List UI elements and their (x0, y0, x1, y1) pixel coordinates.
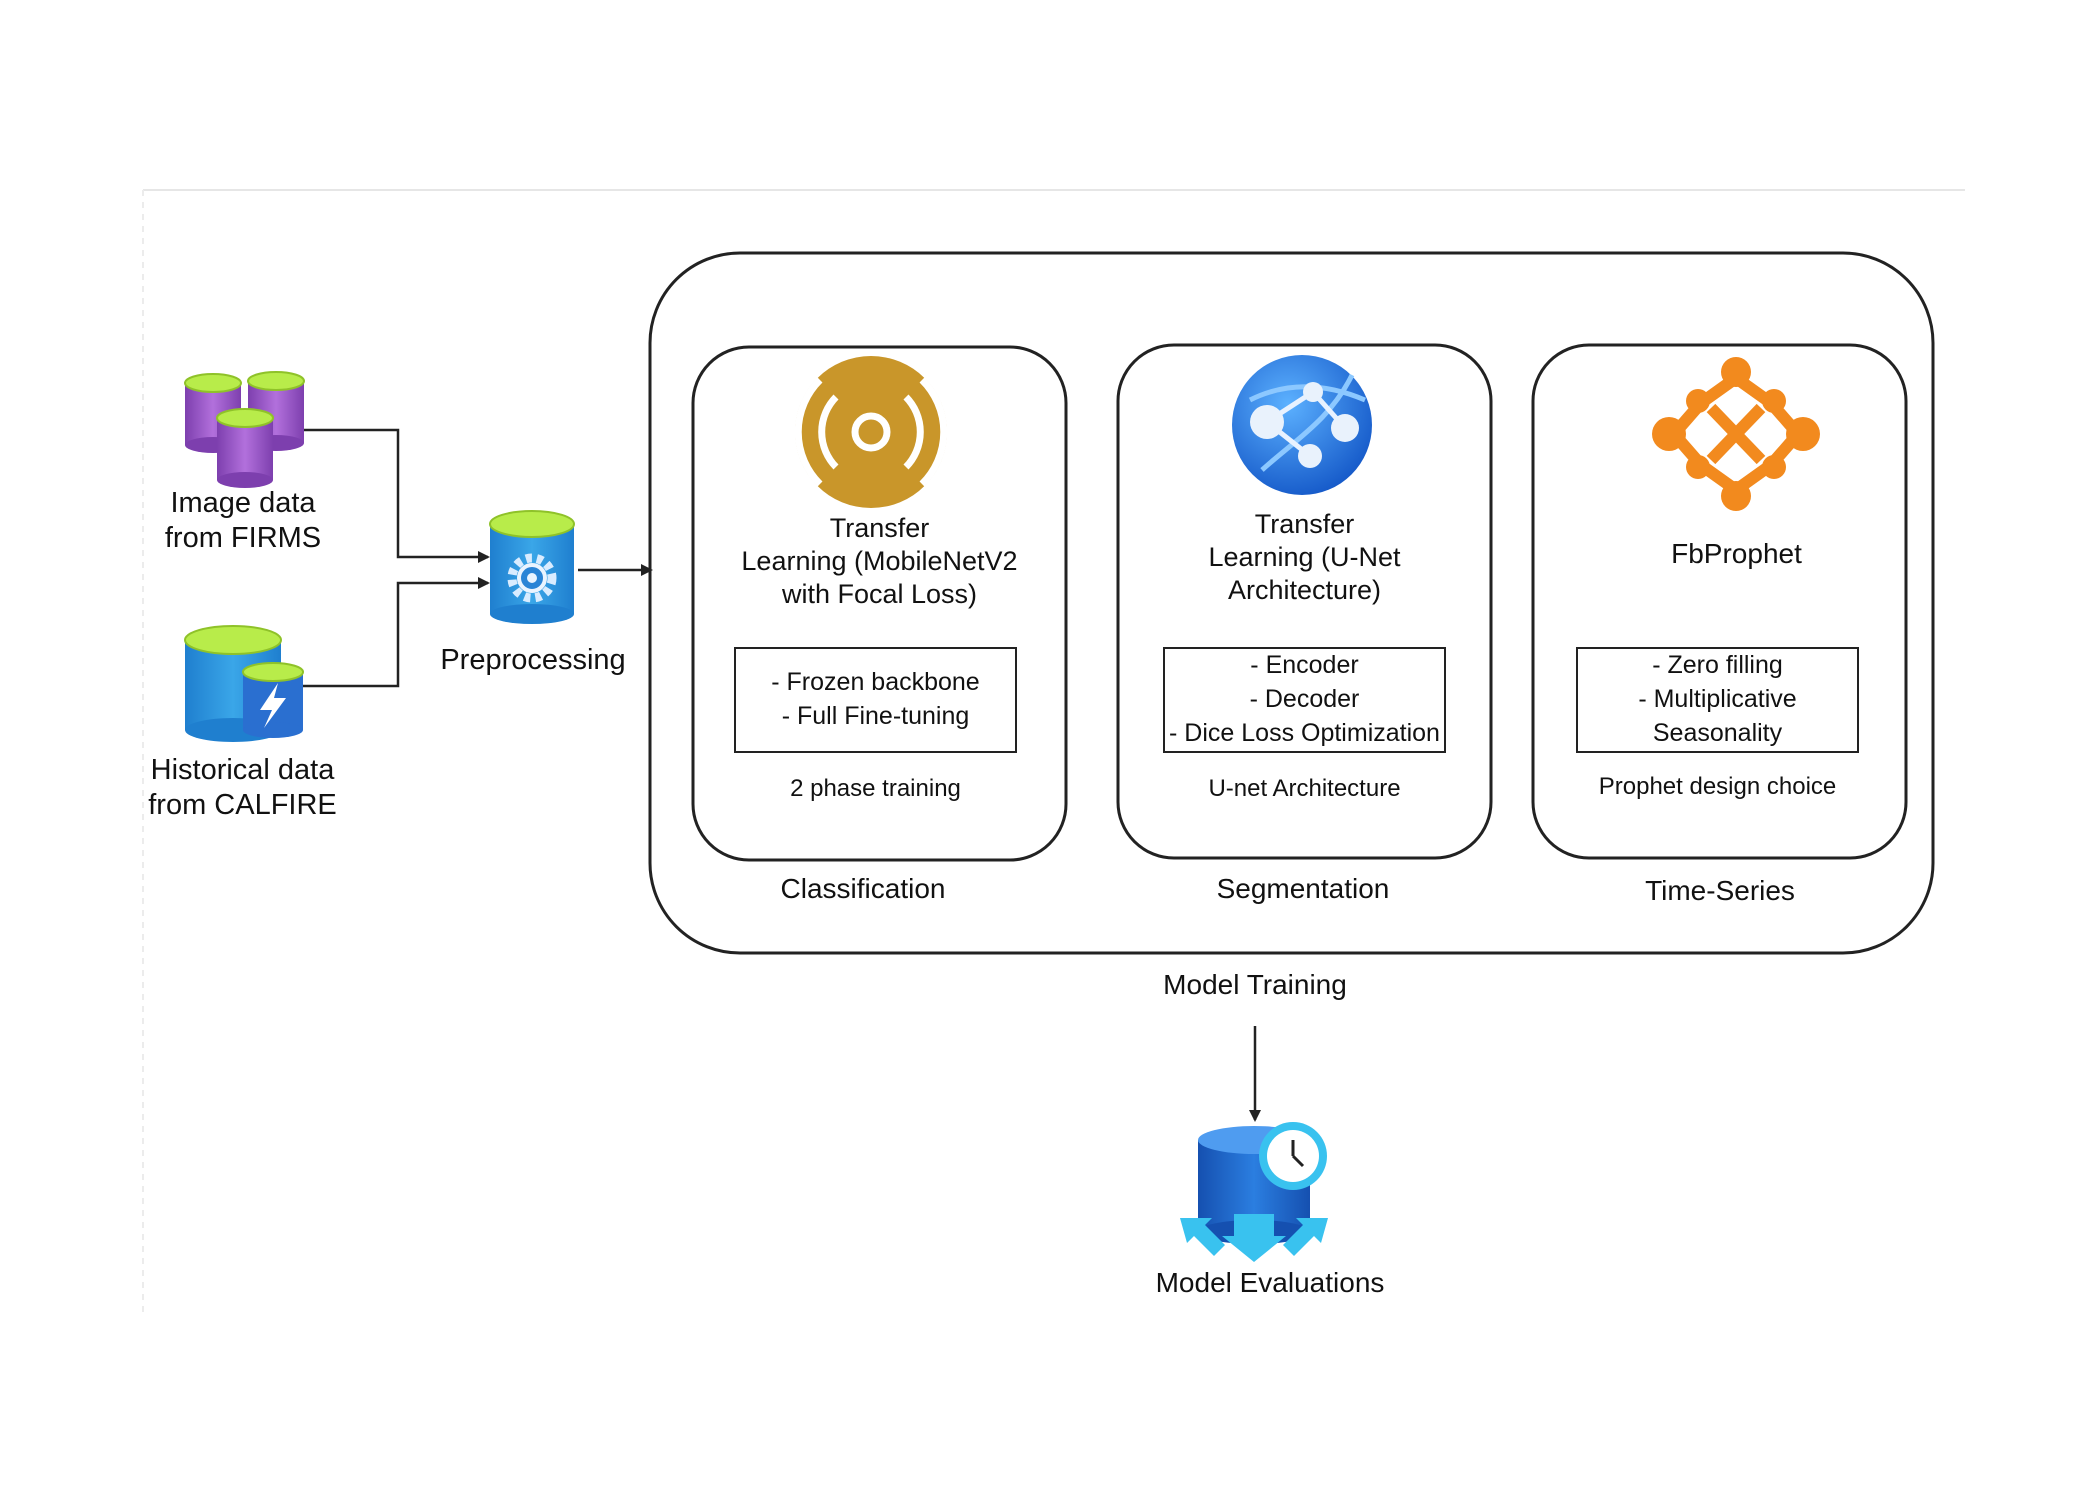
time-series-details-box: - Zero filling - Multiplicative Seasonal… (1576, 647, 1859, 753)
prophet-nodes (1652, 357, 1820, 511)
classification-caption: 2 phase training (790, 775, 961, 802)
time-series-panel (1531, 343, 1908, 860)
lightning-database-icon (184, 625, 304, 742)
time-series-caption: Prophet design choice (1598, 773, 1837, 800)
time-series-title: FbProphet (1671, 538, 1802, 569)
time-series-section-label: Time-Series (1645, 875, 1795, 906)
model-training-container (648, 251, 1935, 955)
clock-database-icon (1180, 1122, 1328, 1262)
purple-database-cluster-icon (184, 371, 305, 488)
segmentation-section-label: Segmentation (1216, 873, 1390, 904)
classification-details-box: - Frozen backbone - Full Fine-tuning (734, 647, 1017, 753)
classification-title: Transfer Learning (MobileNetV2 with Foca… (741, 513, 1018, 609)
segmentation-title: Transfer Learning (U-Net Architecture) (1208, 509, 1401, 605)
firms-source-label: Image data from FIRMS (164, 487, 322, 555)
gear-database-icon (489, 510, 575, 624)
segmentation-caption: U-net Architecture (1208, 775, 1401, 802)
preprocessing-label: Preprocessing (440, 644, 626, 676)
segmentation-panel (1116, 343, 1493, 860)
firms-to-preprocessing-arrow (300, 428, 490, 563)
model-evaluations-label: Model Evaluations (1155, 1267, 1385, 1298)
segmentation-details-box: - Encoder - Decoder - Dice Loss Optimiza… (1163, 647, 1446, 753)
classification-section-label: Classification (780, 873, 946, 904)
model-training-label: Model Training (1163, 969, 1347, 1000)
calfire-to-preprocessing-arrow (300, 577, 490, 688)
classification-panel (691, 345, 1068, 862)
broadcast-signal-icon (794, 356, 948, 508)
calfire-source-label: Historical data from CALFIRE (148, 754, 337, 822)
web-network-globe-icon (1232, 355, 1372, 495)
